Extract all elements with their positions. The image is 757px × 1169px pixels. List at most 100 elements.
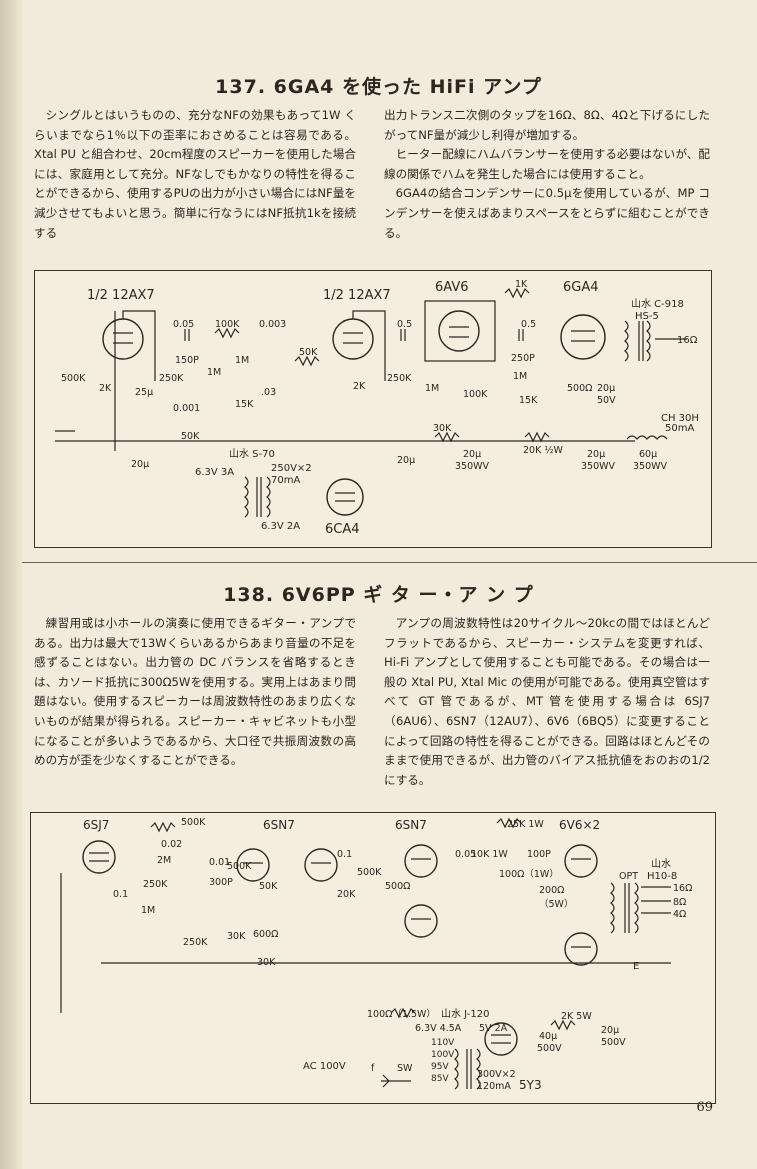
- label-tube4: 6GA4: [563, 280, 599, 295]
- output-transformer-icon: [610, 882, 639, 934]
- label-tube3: 6AV6: [435, 280, 469, 295]
- label-r5w: （5W）: [539, 898, 573, 910]
- label-v95: 95V: [431, 1062, 449, 1072]
- schematic-6v6pp-drawing: 6SJ7 6SN7 6SN7 6V6×2 5Y3 山水 H10-8 OPT 16…: [60, 817, 692, 1092]
- label-v500b: 500V: [601, 1037, 626, 1048]
- label-c20u-a: 20μ: [131, 459, 149, 470]
- tube-6av6-shield-icon: [424, 300, 496, 362]
- label-r20k: 20K: [337, 889, 356, 900]
- label-r100k-b: 100K: [463, 389, 488, 400]
- label-tube2: 1/2 12AX7: [323, 288, 391, 303]
- label-output-transformer: 山水: [651, 858, 671, 870]
- tube-6v6-a-icon: [564, 844, 598, 878]
- tube-6sn7-d-icon: [404, 904, 438, 938]
- section-137-right-paragraph-1: 出力トランス二次側のタップを16Ω、8Ω、4Ωと下げるにしたがってNF量が減少し…: [384, 108, 710, 142]
- label-c0001: 0.001: [173, 403, 200, 414]
- label-v110: 110V: [431, 1038, 455, 1048]
- tube-6sn7-a-icon: [236, 848, 270, 882]
- label-c05a: 0.5: [397, 319, 412, 330]
- power-transformer-icon: [454, 1048, 481, 1090]
- label-r1m-a: 1M: [235, 355, 249, 366]
- label-c001: 0.01: [209, 857, 230, 868]
- label-c005: 0.05: [455, 849, 476, 860]
- output-transformer-icon: [624, 320, 651, 362]
- label-r1m: 1M: [141, 905, 155, 916]
- schematic-6v6pp-guitar-amp: 6SJ7 6SN7 6SN7 6V6×2 5Y3 山水 H10-8 OPT 16…: [30, 812, 716, 1104]
- label-tube3: 6SN7: [395, 818, 427, 832]
- label-choke-2: 50mA: [665, 423, 694, 434]
- label-c60u: 60μ: [639, 449, 657, 460]
- label-c20u: 20μ: [601, 1025, 619, 1036]
- label-power-transformer: 山水 J-120: [441, 1008, 489, 1020]
- input-wire: [55, 311, 116, 451]
- label-v100: 100V: [431, 1050, 455, 1060]
- label-hv: 300V×2: [477, 1069, 516, 1080]
- label-r2k-b: 2K: [353, 381, 366, 392]
- label-r250k-a: 250K: [143, 879, 168, 890]
- label-c0003: 0.003: [259, 319, 286, 330]
- label-power-transformer: 山水 S-70: [229, 448, 275, 460]
- label-r50k: 50K: [299, 347, 318, 358]
- label-o4: 4Ω: [673, 909, 686, 920]
- label-o8: 8Ω: [673, 897, 686, 908]
- label-rectifier: 6CA4: [325, 522, 360, 537]
- tube-6ga4-icon: [560, 314, 606, 360]
- label-c003: .03: [261, 387, 276, 398]
- label-hv-2: 120mA: [477, 1081, 511, 1092]
- label-r500k: 500K: [181, 817, 206, 828]
- label-r500k-b: 500K: [227, 861, 252, 872]
- label-r20k: 20K ½W: [523, 445, 564, 456]
- section-137-left-column: シングルとはいうものの、充分なNFの効果もあって1W くらいまでなら1％以下の歪…: [34, 106, 356, 266]
- label-tube4: 6V6×2: [559, 818, 600, 832]
- label-heater-2: 6.3V 2A: [261, 521, 300, 532]
- label-r600: 600Ω: [253, 929, 278, 940]
- label-v85: 85V: [431, 1074, 449, 1084]
- label-r15k-a: 15K: [235, 399, 254, 410]
- label-output-transformer-2: H10-8: [647, 871, 677, 882]
- label-r100-1w: 100Ω（1W）: [499, 868, 559, 880]
- schematic-6ga4-drawing: 1/2 12AX7 1/2 12AX7 6AV6 6GA4 6CA4 山水 C-…: [55, 279, 699, 537]
- label-r1m-b: 1M: [207, 367, 221, 378]
- section-137-right-paragraph-3: 6GA4の結合コンデンサーに0.5μを使用しているが、MP コンデンサーを使えば…: [384, 186, 710, 240]
- section-138-left-column: 練習用或は小ホールの演奏に使用できるギター・アンプである。出力は最大で13Wくら…: [34, 614, 356, 806]
- tube-6sn7-c-icon: [404, 844, 438, 878]
- label-r250k-b: 250K: [183, 937, 208, 948]
- label-r10k: 10K 1W: [471, 849, 508, 860]
- label-r1k: 1K: [515, 279, 528, 290]
- label-v50: 50V: [597, 395, 616, 406]
- power-transformer-icon: [244, 476, 271, 518]
- section-137-right-column: 出力トランス二次側のタップを16Ω、8Ω、4Ωと下げるにしたがってNF量が減少し…: [384, 106, 710, 266]
- resistor-symbols: [150, 817, 576, 1031]
- capacitor-symbols: [184, 329, 524, 341]
- label-v350-a: 350WV: [455, 461, 490, 472]
- label-c002: 0.02: [161, 839, 182, 850]
- label-ac: AC 100V: [303, 1061, 346, 1072]
- label-r30k: 30K: [227, 931, 246, 942]
- label-tube1: 6SJ7: [83, 818, 109, 832]
- section-137-title: 137. 6GA4 を使った HiFi アンプ: [215, 76, 542, 98]
- label-sw: SW: [397, 1063, 413, 1074]
- label-hv: 250V×2: [271, 463, 312, 474]
- label-tube1: 1/2 12AX7: [87, 288, 155, 303]
- tube-5y3-icon: [484, 1022, 518, 1056]
- tube-6av6-icon: [438, 310, 480, 352]
- label-tube2: 6SN7: [263, 818, 295, 832]
- label-c250p: 250P: [511, 353, 535, 364]
- switch-icon: [381, 1074, 411, 1088]
- schematic-6ga4-amp: 1/2 12AX7 1/2 12AX7 6AV6 6GA4 6CA4 山水 C-…: [34, 270, 712, 548]
- label-r30k-b: 30K: [257, 957, 276, 968]
- label-c100p: 100P: [527, 849, 551, 860]
- label-output-transformer-2: HS-5: [635, 311, 659, 322]
- label-o16: 16Ω: [673, 883, 692, 894]
- label-r500k-c: 500K: [357, 867, 382, 878]
- label-e: E: [633, 961, 639, 972]
- label-hv-2: 70mA: [271, 475, 300, 486]
- label-heater-1: 6.3V 3A: [195, 467, 234, 478]
- tube-6sj7-icon: [82, 840, 116, 874]
- label-c01: 0.1: [113, 889, 128, 900]
- label-r250k-b: 250K: [387, 373, 412, 384]
- label-r2k5: 2K 5W: [561, 1011, 592, 1022]
- label-r500k: 500K: [61, 373, 86, 384]
- label-r30k: 30K: [433, 423, 452, 434]
